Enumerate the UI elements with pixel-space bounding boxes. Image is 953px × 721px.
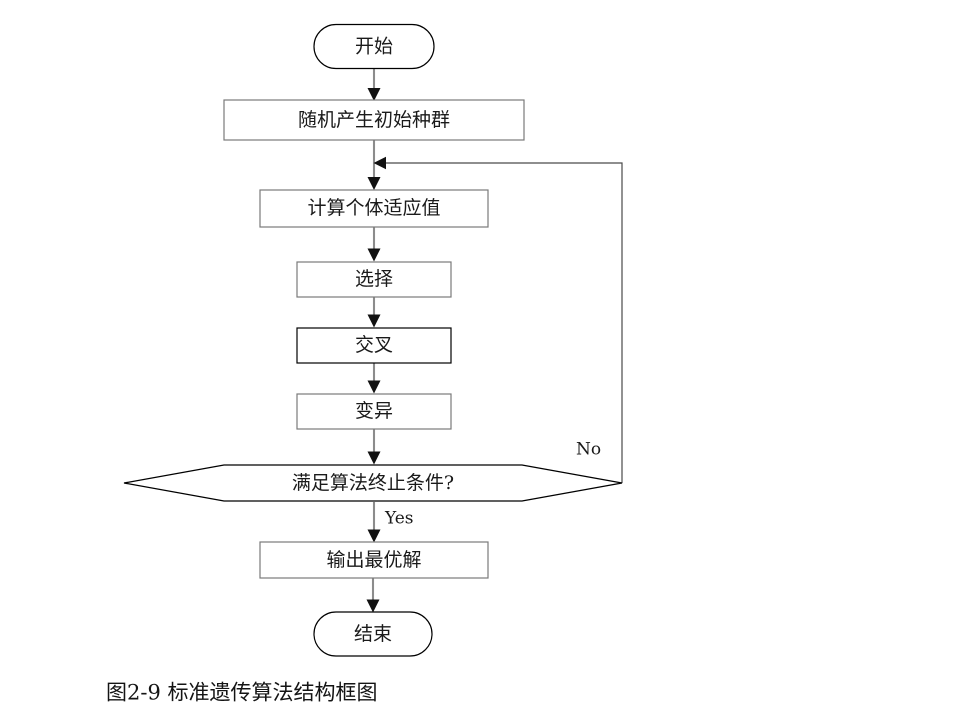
node-fitness[interactable]: 计算个体适应值: [259, 189, 489, 228]
edge-output-to-end: [366, 578, 380, 613]
node-start-label: 开始: [355, 36, 393, 58]
edge-start-to-init: [367, 68, 381, 101]
edge-decision-loop-no: No: [373, 156, 623, 483]
node-mutation-label: 变异: [355, 400, 393, 422]
edge-decision-to-output: Yes: [367, 502, 414, 543]
node-decision-label: 满足算法终止条件?: [292, 472, 454, 494]
edge-crossover-to-mutation: [367, 362, 381, 394]
edge-label-no: No: [576, 440, 601, 460]
node-crossover-label: 交叉: [355, 334, 393, 356]
node-mutation[interactable]: 变异: [296, 393, 452, 430]
node-output-label: 输出最优解: [326, 549, 421, 571]
edge-label-yes: Yes: [384, 509, 414, 529]
edge-fitness-to-selection: [367, 226, 381, 262]
node-decision[interactable]: 满足算法终止条件?: [123, 464, 623, 502]
node-end-label: 结束: [354, 623, 392, 645]
node-fitness-label: 计算个体适应值: [307, 197, 440, 219]
node-selection[interactable]: 选择: [296, 261, 452, 298]
figure-caption: 图2-9 标准遗传算法结构框图: [106, 681, 378, 705]
node-init-population[interactable]: 随机产生初始种群: [223, 99, 525, 141]
edge-init-to-fitness: [367, 140, 381, 190]
edge-selection-to-crossover: [367, 296, 381, 328]
node-start[interactable]: 开始: [313, 23, 435, 70]
edge-mutation-to-decision: [367, 428, 381, 465]
node-end[interactable]: 结束: [313, 611, 433, 657]
node-init-population-label: 随机产生初始种群: [298, 109, 450, 131]
node-crossover[interactable]: 交叉: [296, 327, 452, 364]
node-selection-label: 选择: [355, 268, 393, 290]
node-output[interactable]: 输出最优解: [259, 541, 489, 579]
